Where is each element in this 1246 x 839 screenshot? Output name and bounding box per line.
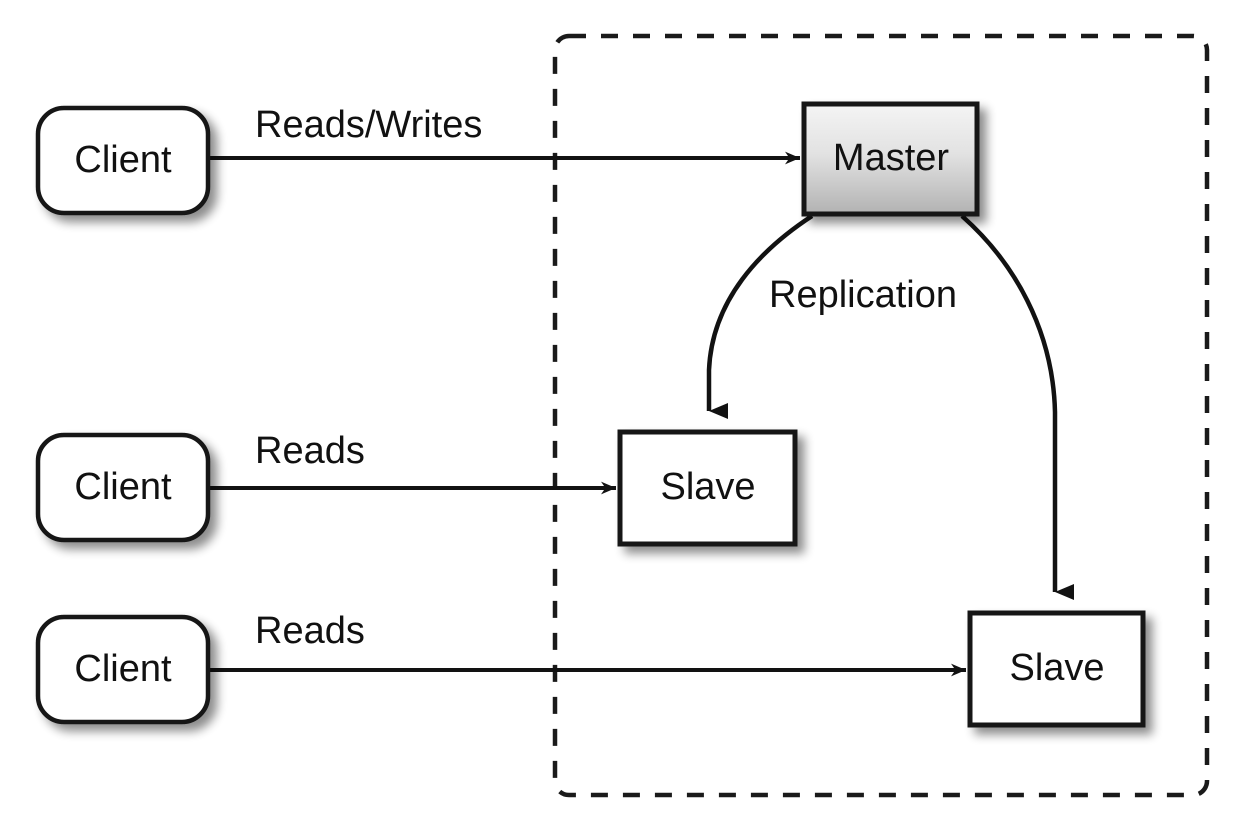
edge-label-reads-writes: Reads/Writes	[255, 104, 482, 146]
master-box[interactable]	[801, 101, 980, 217]
slave-top-label: Slave	[660, 466, 755, 508]
node-client-bottom[interactable]: Client	[35, 614, 211, 725]
node-client-top[interactable]: Client	[35, 105, 211, 216]
node-master[interactable]: Master	[801, 101, 980, 217]
client-middle-box[interactable]	[35, 432, 211, 543]
slave-bottom-box[interactable]	[967, 610, 1146, 728]
slave-top-box[interactable]	[617, 429, 798, 547]
client-top-box[interactable]	[35, 105, 211, 216]
edge-label-reads-bottom: Reads	[255, 610, 365, 652]
slave-bottom-label: Slave	[1009, 647, 1104, 689]
master-label: Master	[833, 137, 949, 179]
client-bottom-box[interactable]	[35, 614, 211, 725]
client-bottom-label: Client	[74, 648, 172, 690]
client-middle-label: Client	[74, 466, 172, 508]
node-client-middle[interactable]: Client	[35, 432, 211, 543]
node-slave-bottom[interactable]: Slave	[967, 610, 1146, 728]
client-top-label: Client	[74, 139, 172, 181]
edge-master-to-slave-bottom	[960, 214, 1074, 600]
node-slave-top[interactable]: Slave	[617, 429, 798, 547]
edge-label-replication: Replication	[769, 274, 957, 316]
edge-label-reads-middle: Reads	[255, 430, 365, 472]
replication-cluster-boundary	[552, 33, 1210, 798]
edge-master-to-slave-top	[706, 214, 814, 419]
